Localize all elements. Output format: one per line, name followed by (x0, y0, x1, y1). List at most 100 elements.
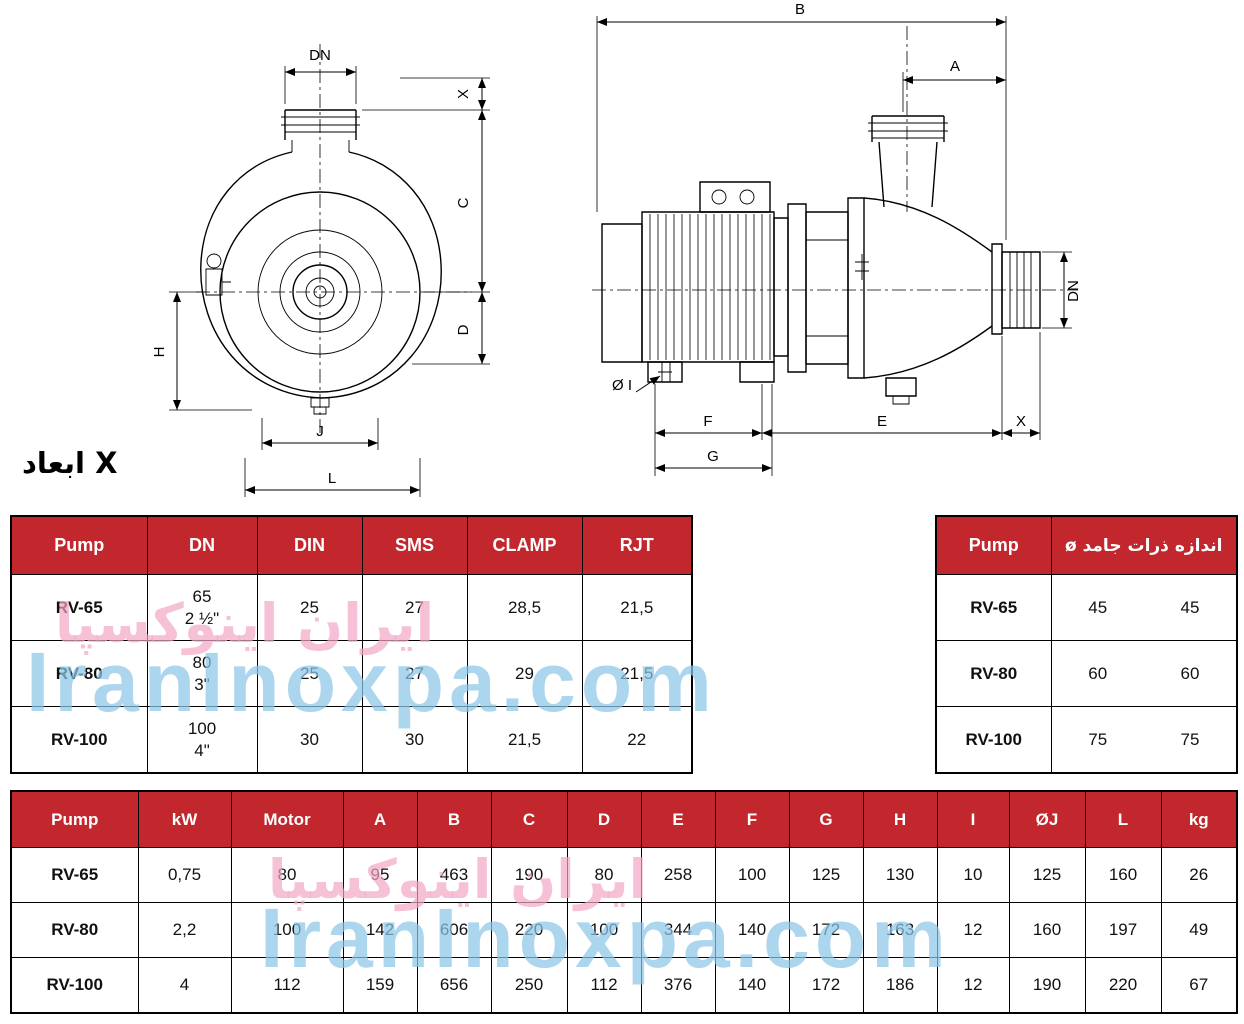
table-cell: 30 (361, 706, 468, 774)
col-header-pump: Pump (10, 790, 139, 848)
pump-name: RV-80 (10, 902, 139, 958)
dimensions-table: Pump kW Motor A B C D E F G H I ØJ L kg … (10, 790, 1238, 1014)
dim-label-b: B (795, 1, 805, 18)
table-cell: 29 (466, 640, 583, 707)
col-header-dn: DN (146, 515, 258, 575)
table-cell: 21,5 (581, 640, 693, 707)
table-cell: 27 (361, 574, 468, 641)
table-row: RV-80 2,2 100 142 606 220 100 344 140 17… (10, 902, 1238, 958)
connection-table: Pump DN DIN SMS CLAMP RJT RV-65 65 2 ½" … (10, 515, 693, 774)
dim-label-f: F (703, 413, 712, 430)
table-cell: 21,5 (466, 706, 583, 774)
col-header-i: I (936, 790, 1010, 848)
table-cell: 100 4" (146, 706, 258, 774)
table-cell: 172 (788, 902, 864, 958)
table-cell: 130 (862, 847, 938, 903)
particle-size-table: Pump اندازه ذرات جامد ø RV-65 45 45 RV-8… (935, 515, 1238, 774)
table-cell: 159 (342, 957, 418, 1014)
col-header-e: E (640, 790, 716, 848)
col-header-clamp: CLAMP (466, 515, 583, 575)
table-cell: 112 (230, 957, 344, 1014)
table-row: RV-100 100 4" 30 30 21,5 22 (10, 706, 693, 774)
col-header-kw: kW (137, 790, 232, 848)
table-cell: 80 3" (146, 640, 258, 707)
table-cell: 197 (1084, 902, 1162, 958)
header-row: Pump اندازه ذرات جامد ø (935, 515, 1238, 575)
pump-name: RV-65 (10, 847, 139, 903)
col-header-kg: kg (1160, 790, 1238, 848)
col-header-rjt: RJT (581, 515, 693, 575)
col-header-pump: Pump (10, 515, 148, 575)
pump-name: RV-100 (935, 706, 1052, 774)
table-cell: 100 (566, 902, 642, 958)
dim-label-dn-suction: DN (1065, 280, 1082, 302)
col-header-f: F (714, 790, 790, 848)
dimensions-heading: ابعاد X (22, 446, 118, 480)
col-header-oj: ØJ (1008, 790, 1086, 848)
dim-label-e: E (877, 413, 887, 430)
col-header-l: L (1084, 790, 1162, 848)
table-cell: 80 (566, 847, 642, 903)
technical-drawings: DN X C D H J L B A (151, 1, 1082, 497)
table-cell: 65 2 ½" (146, 574, 258, 641)
table-row: RV-65 45 45 (935, 574, 1238, 641)
dim-label-x2: X (1016, 413, 1026, 430)
table-cell: 49 (1160, 902, 1238, 958)
table-cell: 28,5 (466, 574, 583, 641)
table-cell: 21,5 (581, 574, 693, 641)
table-cell: 160 (1084, 847, 1162, 903)
table-cell: 60 (1050, 640, 1144, 707)
table-cell: 80 (230, 847, 344, 903)
header-row: Pump kW Motor A B C D E F G H I ØJ L kg (10, 790, 1238, 848)
table-cell: 220 (1084, 957, 1162, 1014)
col-header-h: H (862, 790, 938, 848)
table-cell: 27 (361, 640, 468, 707)
dim-label-a: A (950, 58, 960, 75)
table-cell: 25 (256, 640, 363, 707)
col-header-b: B (416, 790, 492, 848)
table-row: RV-100 75 75 (935, 706, 1238, 774)
dim-label-j: J (316, 423, 324, 440)
pump-name: RV-65 (935, 574, 1052, 641)
relief-valve-icon (206, 253, 222, 269)
table-cell: 160 (1008, 902, 1086, 958)
table-cell: 250 (490, 957, 568, 1014)
table-cell: 45 (1144, 574, 1238, 641)
table-cell: 45 (1050, 574, 1144, 641)
table-cell: 463 (416, 847, 492, 903)
dim-label-oi: Ø I (612, 377, 632, 394)
table-cell: 12 (936, 957, 1010, 1014)
table-cell: 60 (1144, 640, 1238, 707)
table-cell: 140 (714, 957, 790, 1014)
table-cell: 12 (936, 902, 1010, 958)
table-cell: 10 (936, 847, 1010, 903)
col-header-din: DIN (256, 515, 363, 575)
table-row: RV-65 0,75 80 95 463 190 80 258 100 125 … (10, 847, 1238, 903)
pump-name: RV-65 (10, 574, 148, 641)
table-cell: 140 (714, 902, 790, 958)
dim-label-l: L (328, 470, 336, 487)
col-header-g: G (788, 790, 864, 848)
col-header-pump: Pump (935, 515, 1052, 575)
table-cell: 100 (230, 902, 344, 958)
table-cell: 2,2 (137, 902, 232, 958)
table-cell: 163 (862, 902, 938, 958)
pump-front-view: DN X C D H J L (151, 44, 490, 497)
table-cell: 95 (342, 847, 418, 903)
table-cell: 100 (714, 847, 790, 903)
col-header-sms: SMS (361, 515, 468, 575)
col-header-d: D (566, 790, 642, 848)
dim-label-h: H (151, 347, 168, 358)
table-cell: 30 (256, 706, 363, 774)
table-cell: 67 (1160, 957, 1238, 1014)
pump-side-view: B A Ø I (592, 1, 1082, 476)
pump-name: RV-100 (10, 957, 139, 1014)
table-cell: 75 (1144, 706, 1238, 774)
table-cell: 258 (640, 847, 716, 903)
table-cell: 25 (256, 574, 363, 641)
table-cell: 75 (1050, 706, 1144, 774)
table-row: RV-100 4 112 159 656 250 112 376 140 172… (10, 957, 1238, 1014)
table-cell: 190 (490, 847, 568, 903)
table-cell: 125 (1008, 847, 1086, 903)
table-cell: 22 (581, 706, 693, 774)
